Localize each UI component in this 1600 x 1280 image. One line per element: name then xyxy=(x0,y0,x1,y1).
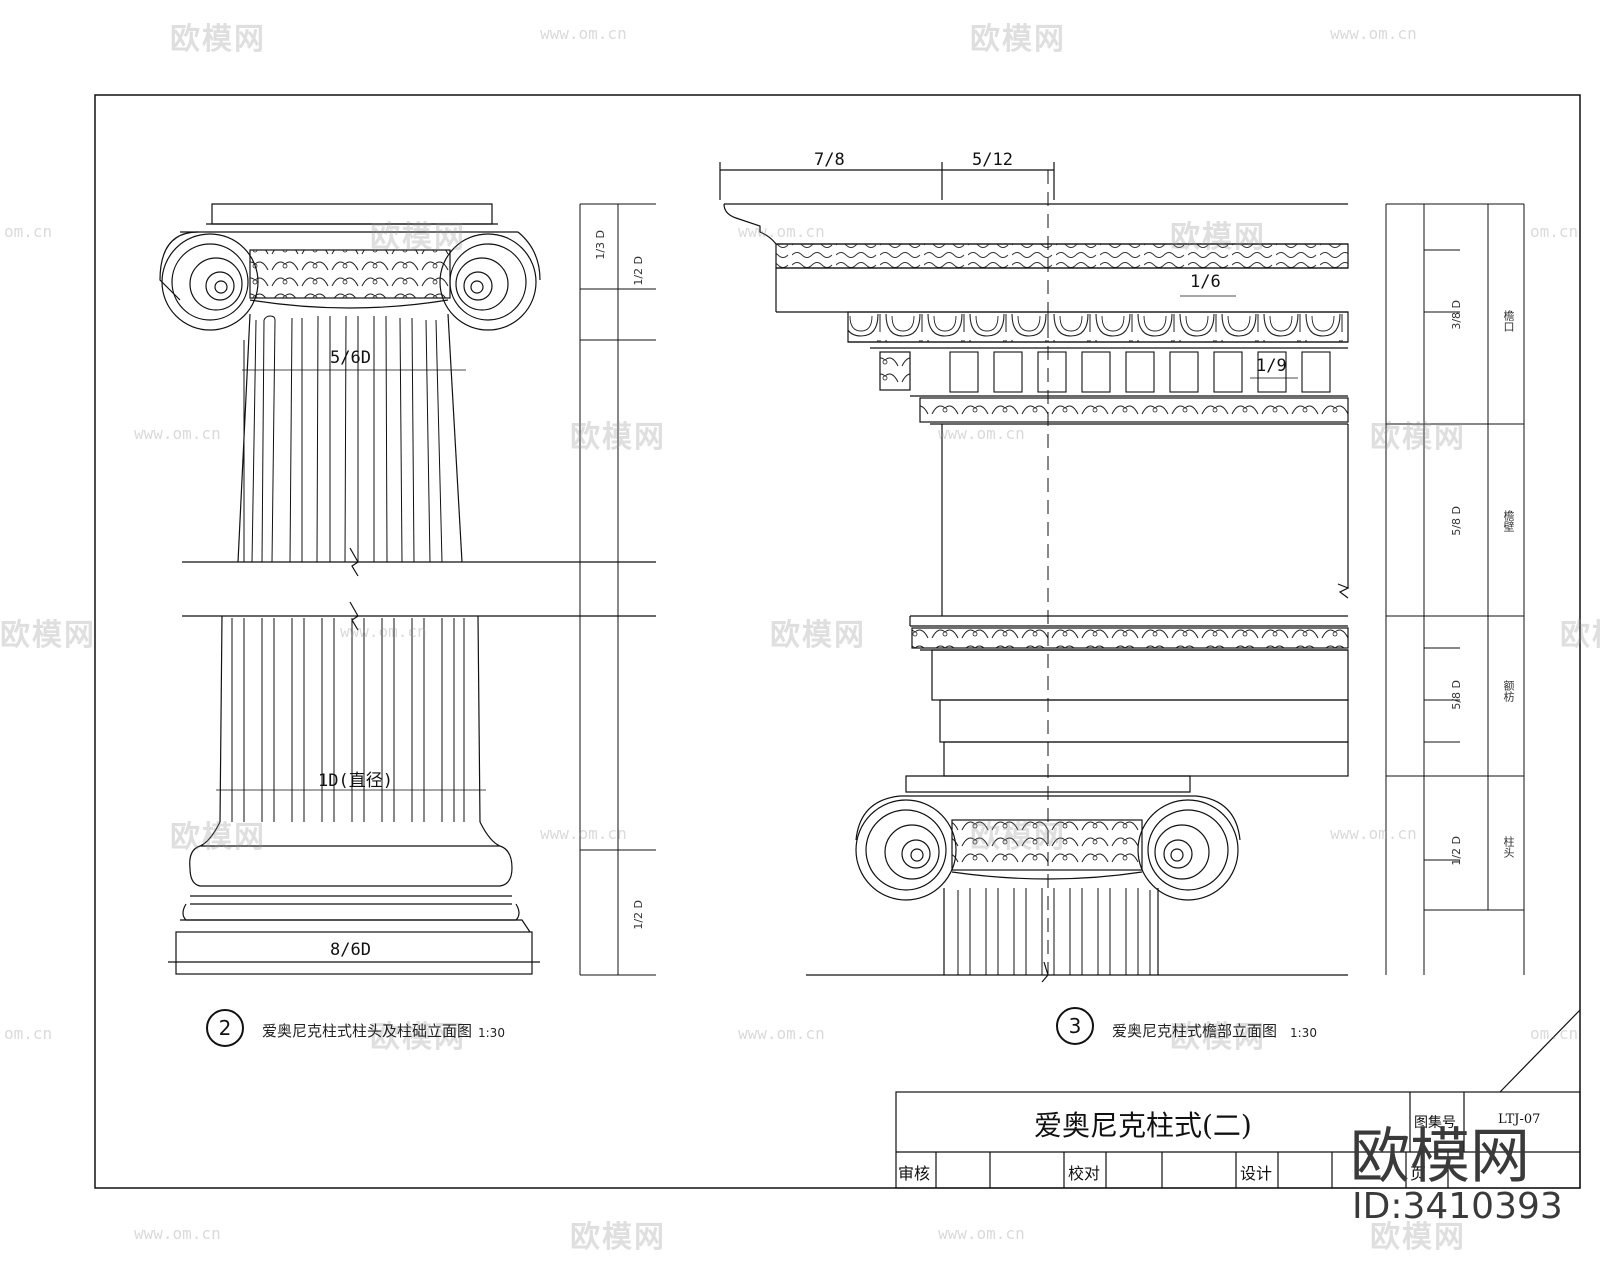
watermark-url: www.om.cn xyxy=(1330,824,1417,843)
table-dim-cornice: 3/8 D xyxy=(1450,300,1463,330)
figure-number-3: 3 xyxy=(1056,1007,1094,1045)
brand-logo: 欧模网 xyxy=(1350,1122,1530,1192)
watermark-url: www.om.cn xyxy=(738,222,825,241)
dim-top-b: 5/12 xyxy=(972,150,1013,170)
watermark-brand: 欧模网 xyxy=(1370,1220,1466,1255)
review-label: 审核 xyxy=(898,1164,931,1183)
check-label: 校对 xyxy=(1068,1164,1101,1183)
dim-mid-b: 1/9 xyxy=(1256,356,1287,376)
watermark-url: om.cn xyxy=(4,1024,53,1043)
watermark-brand: 欧模网 xyxy=(1370,420,1466,455)
right-dimension-table xyxy=(1385,203,1525,975)
watermark-brand: 欧模网 xyxy=(770,618,866,653)
dim-side-top-b: 1/2 D xyxy=(632,256,645,286)
dentil-block xyxy=(1257,351,1287,393)
table-dim-capital: 1/2 D xyxy=(1450,836,1463,866)
watermark-url: om.cn xyxy=(1530,222,1579,241)
watermark-url: www.om.cn xyxy=(540,824,627,843)
atlas-label: 图集号 xyxy=(1414,1115,1456,1131)
dentil-block xyxy=(1213,351,1243,393)
table-dim-frieze: 5/8 D xyxy=(1450,506,1463,536)
watermark-url: www.om.cn xyxy=(134,1224,221,1243)
watermark-url: www.om.cn xyxy=(738,1024,825,1043)
title-block xyxy=(895,1009,1581,1189)
watermark-brand: 欧模网 xyxy=(370,1020,466,1055)
figure-caption-2: 爱奥尼克柱式柱头及柱础立面图 xyxy=(262,1022,473,1040)
dim-side-top-a: 1/3 D xyxy=(594,230,607,260)
dentil-block xyxy=(1037,351,1067,393)
dim-side-bottom: 1/2 D xyxy=(632,900,645,930)
watermark-brand: 欧模网 xyxy=(970,820,1066,855)
dim-top-a: 7/8 xyxy=(814,150,845,170)
figure-scale-3: 1:30 xyxy=(1290,1026,1317,1040)
drawing-title: 爱奥尼克柱式(二) xyxy=(1034,1109,1252,1142)
watermark-brand: 欧模网 xyxy=(170,22,266,57)
brand-id: ID:3410393 xyxy=(1352,1186,1563,1227)
left-dimension-strip xyxy=(579,203,656,976)
watermark-url: om.cn xyxy=(4,222,53,241)
watermark-url: www.om.cn xyxy=(134,424,221,443)
dentil-block xyxy=(949,351,979,393)
table-name-architrave: 额枋 xyxy=(1502,680,1515,702)
watermark-url: www.om.cn xyxy=(938,1224,1025,1243)
watermark-brand: 欧模网 xyxy=(0,618,96,653)
figure-number-2: 2 xyxy=(206,1009,244,1047)
figure-scale-2: 1:30 xyxy=(478,1026,505,1040)
dim-base-width: 8/6D xyxy=(330,940,371,960)
page-label: 页 xyxy=(1410,1164,1427,1183)
ionic-column-elevation xyxy=(159,203,656,975)
watermark-brand: 欧模网 xyxy=(1170,220,1266,255)
watermark-brand: 欧模网 xyxy=(570,420,666,455)
dentil-block xyxy=(1169,351,1199,393)
dim-diameter: 1D(直径) xyxy=(318,771,393,791)
watermark-url: om.cn xyxy=(1530,1024,1579,1043)
watermark-brand: 欧模网 xyxy=(370,220,466,255)
table-dim-architrave: 5/8 D xyxy=(1450,680,1463,710)
watermark-url: www.om.cn xyxy=(938,424,1025,443)
watermark-brand: 欧模网 xyxy=(970,22,1066,57)
watermark-brand: 欧模网 xyxy=(170,820,266,855)
watermark-brand: 欧模网 xyxy=(1560,618,1600,653)
dentil-block xyxy=(993,351,1023,393)
watermark-url: www.om.cn xyxy=(340,622,427,641)
watermark-url: www.om.cn xyxy=(540,24,627,43)
sheet-border xyxy=(94,94,1581,1189)
table-name-capital: 柱头 xyxy=(1502,836,1515,858)
table-name-cornice: 檐口 xyxy=(1502,310,1515,332)
watermark-brand: 欧模网 xyxy=(570,1220,666,1255)
watermark-brand: 欧模网 xyxy=(1170,1020,1266,1055)
atlas-number: LTJ-07 xyxy=(1498,1112,1541,1127)
dentil-block xyxy=(1301,351,1331,393)
entablature-elevation xyxy=(719,162,1350,983)
dentil-block xyxy=(1125,351,1155,393)
table-name-frieze: 檐壁 xyxy=(1502,510,1515,532)
design-label: 设计 xyxy=(1240,1164,1273,1183)
figure-caption-3: 爱奥尼克柱式檐部立面图 xyxy=(1112,1022,1278,1040)
dentil-block xyxy=(1081,351,1111,393)
dim-mid-a: 1/6 xyxy=(1190,272,1221,292)
watermark-url: www.om.cn xyxy=(1330,24,1417,43)
dim-top-width: 5/6D xyxy=(330,348,371,368)
